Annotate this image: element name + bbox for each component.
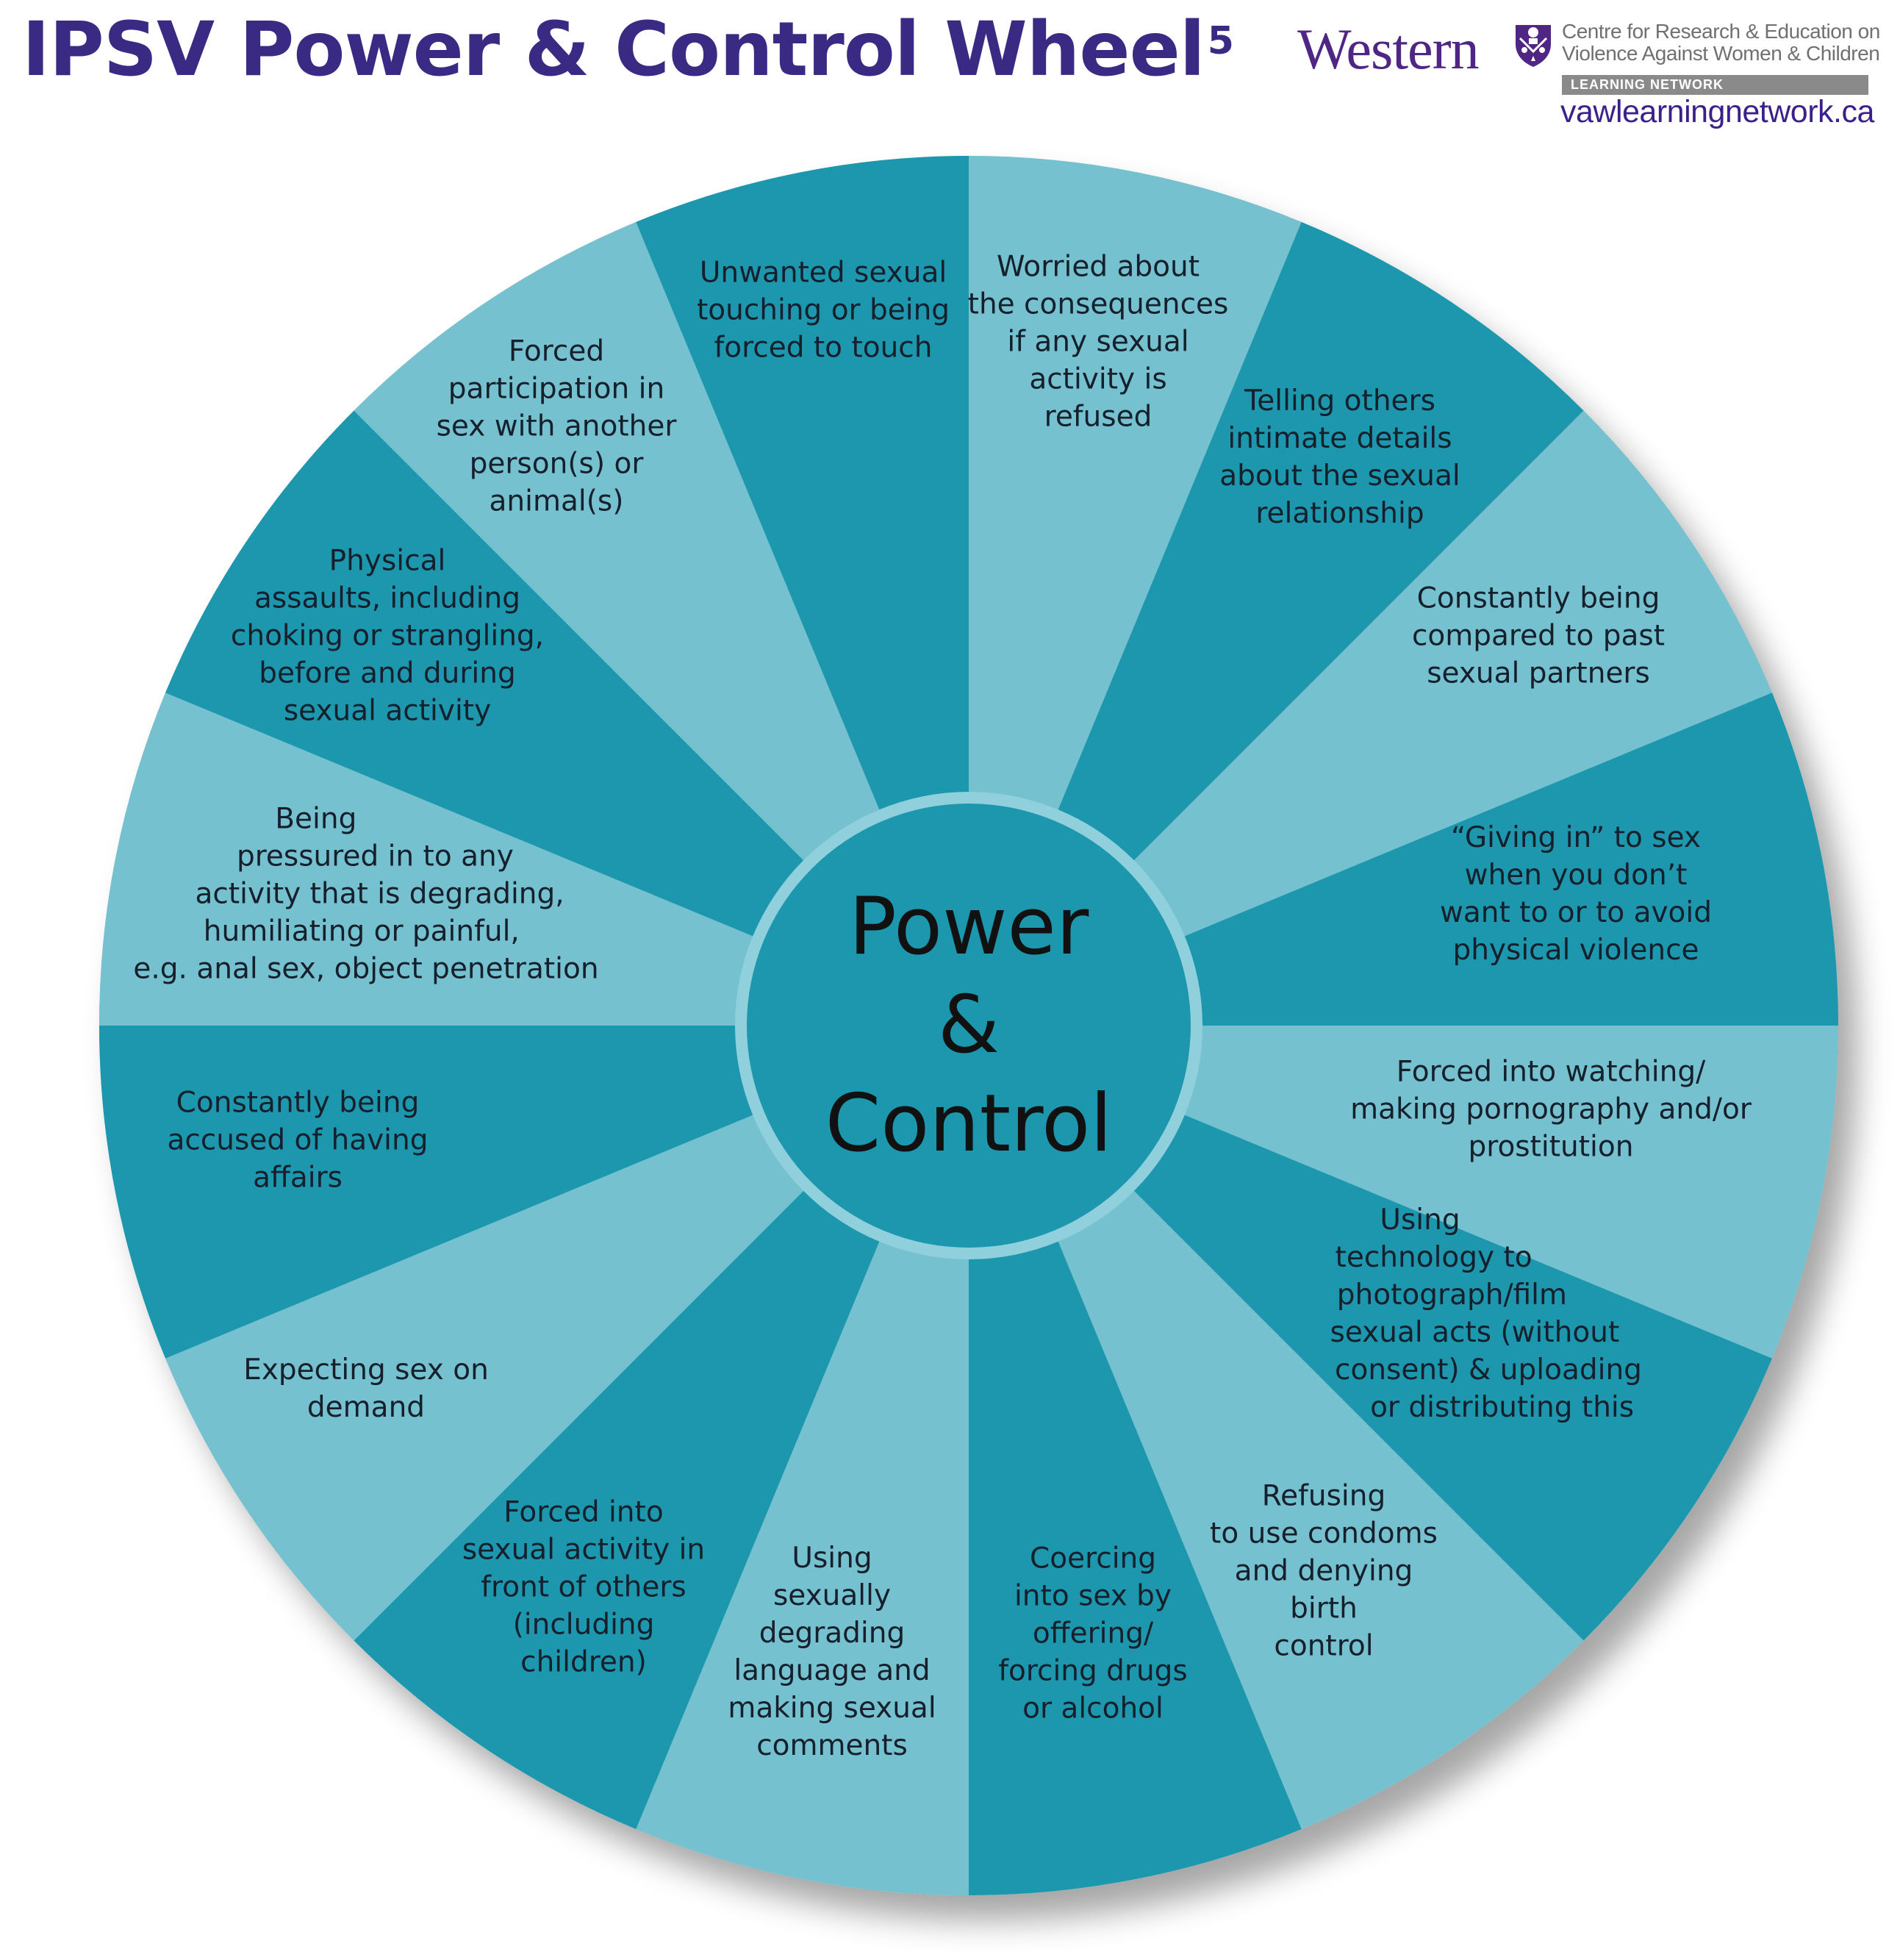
segment-label: Physical assaults, including choking or … [230, 544, 545, 728]
segment-label: Refusing to use condoms and denying birt… [1210, 1479, 1438, 1663]
learning-network-label: LEARNING NETWORK [1571, 77, 1724, 92]
wheel-segment [969, 222, 1584, 1026]
centre-name-line1: Centre for Research & Education on [1562, 20, 1880, 43]
website-link[interactable]: vawlearningnetwork.ca [1560, 94, 1874, 129]
branding-block: Western Centre for Research & Education … [1297, 16, 1880, 134]
centre-name-line2: Violence Against Women & Children [1562, 42, 1880, 65]
title-footnote-marker: 5 [1207, 19, 1234, 63]
wheel-segment [969, 1026, 1584, 1829]
wheel-segment [969, 1026, 1772, 1641]
wheel-segment [165, 1026, 969, 1641]
center-label-control: Control [825, 1078, 1113, 1170]
wheel-segment [969, 410, 1772, 1026]
segment-label: Unwanted sexual touching or being forced… [696, 256, 950, 365]
university-wordmark: Western [1297, 17, 1480, 81]
title-text: IPSV Power & Control Wheel [22, 6, 1205, 93]
segment-label: Expecting sex on demand [243, 1353, 489, 1424]
center-hub-label: Power&Control [825, 878, 1112, 1173]
learning-network-banner: LEARNING NETWORK [1562, 75, 1868, 95]
centre-name: Centre for Research & Education on Viole… [1562, 21, 1880, 65]
segment-label: Worried about the consequences if any se… [967, 250, 1229, 434]
wheel-segment [354, 222, 969, 1026]
segment-label: Coercing into sex by offering/ forcing d… [998, 1542, 1188, 1725]
segment-label: Forced into sexual activity in front of … [462, 1495, 706, 1679]
center-label-power: Power [848, 881, 1089, 973]
segment-label: Forced into watching/ making pornography… [1350, 1055, 1752, 1164]
university-crest-icon [1516, 25, 1551, 67]
segment-label: Using sexually degrading language and ma… [728, 1542, 936, 1762]
segment-label: Constantly being compared to past sexual… [1411, 582, 1666, 690]
center-label-ampersand: & [937, 979, 1000, 1071]
wheel-segment [165, 410, 969, 1026]
segment-label: Telling others intimate details about th… [1219, 385, 1460, 530]
center-hub [747, 804, 1191, 1248]
segment-label: Forced participation in sex with another… [436, 335, 677, 518]
segment-label: Being pressured in to any activity that … [133, 802, 599, 986]
segment-label: “Giving in” to sex when you don’t want t… [1439, 821, 1713, 967]
segment-label: Using technology to photograph/film sexu… [1330, 1203, 1642, 1424]
segment-label: Constantly being accused of having affai… [167, 1086, 429, 1195]
page-title: IPSV Power & Control Wheel5 [22, 6, 1234, 93]
wheel-segment [354, 1026, 969, 1829]
